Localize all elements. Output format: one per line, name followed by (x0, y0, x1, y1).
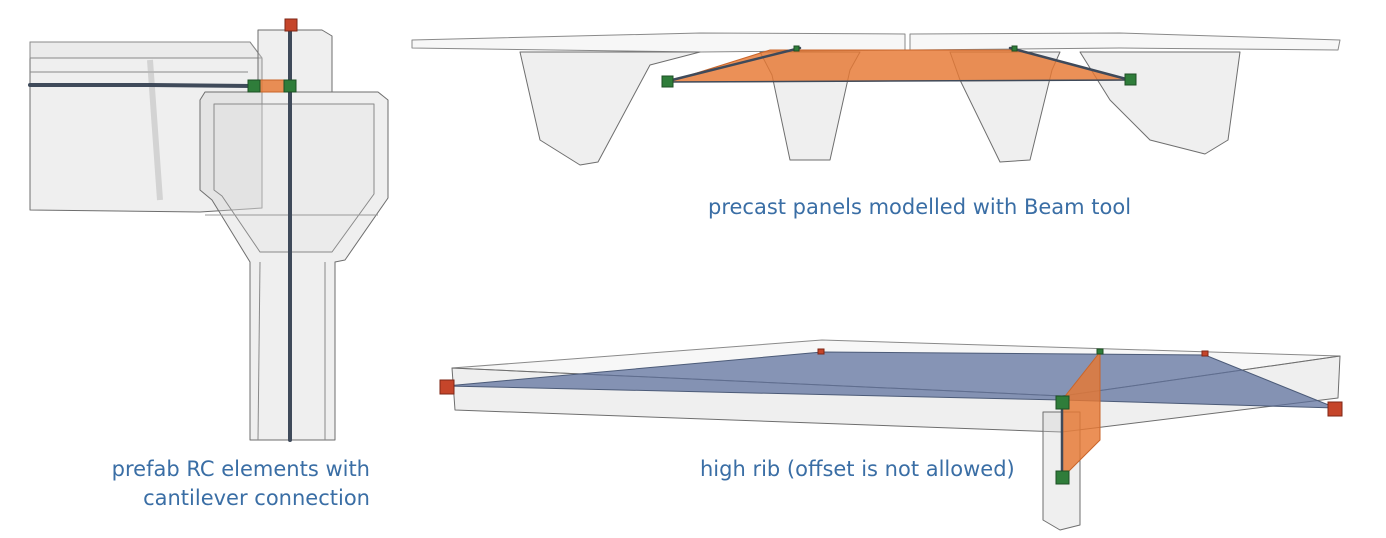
panel-axis-right (1008, 46, 1132, 82)
prefab-rc-elements-model (28, 18, 389, 442)
panel-axis-left (666, 46, 802, 83)
deck-slab-right (909, 32, 1341, 51)
caption-precast-panels: precast panels modelled with Beam tool (708, 195, 1132, 219)
panel-left-node-icon (661, 75, 674, 88)
slab-right-node-icon (1327, 401, 1343, 417)
horizontal-beam-top-face (29, 41, 263, 59)
caption-high-rib: high rib (offset is not allowed) (700, 457, 1015, 481)
beam-end-node-icon (247, 79, 261, 93)
slab-far-node-icon (817, 348, 825, 355)
caption-prefab-rc-line2: cantilever connection (143, 486, 370, 510)
beam-axis-line-end (148, 83, 254, 88)
column-connection-node-icon (283, 79, 297, 93)
panel-right-node-icon (1124, 73, 1137, 86)
caption-prefab-rc: prefab RC elements with cantilever conne… (110, 455, 370, 513)
girder-outer-left (519, 51, 701, 166)
slab-corner-node-icon (1201, 350, 1209, 357)
precast-panel-plane (667, 49, 1131, 83)
slab-midplane (445, 351, 1337, 409)
column-head-bracket (199, 91, 389, 441)
high-rib-model (439, 339, 1343, 531)
caption-prefab-rc-line1: prefab RC elements with (111, 457, 370, 481)
girder-outer-right (1079, 51, 1241, 155)
rib-bottom-node-icon (1055, 470, 1070, 485)
girder-right-node-icon (1011, 45, 1018, 52)
cantilever-connection-link (257, 79, 287, 93)
slab-left-node-icon (439, 379, 455, 395)
deck-slab-left (411, 32, 906, 53)
rib-far-node-icon (1096, 348, 1104, 355)
precast-panels-model (411, 32, 1341, 166)
girder-left-node-icon (793, 45, 800, 52)
column-top-node-icon (284, 18, 298, 32)
rib-top-node-icon (1055, 395, 1070, 410)
